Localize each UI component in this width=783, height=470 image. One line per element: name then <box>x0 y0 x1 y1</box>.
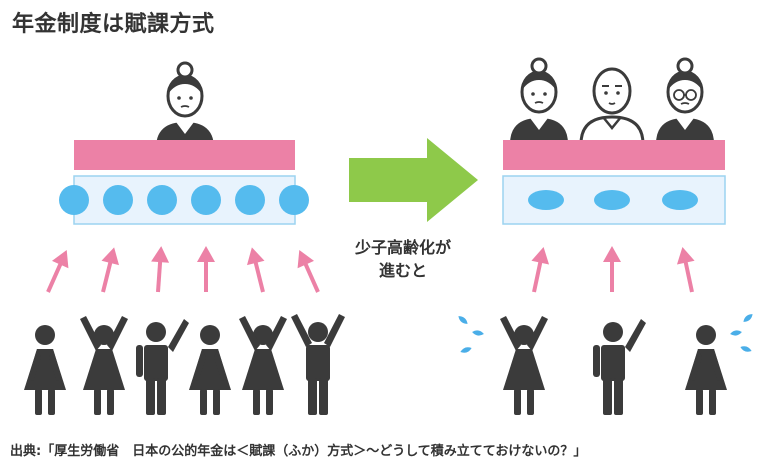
arrow-up-icon <box>601 244 623 294</box>
arrow-up-icon <box>241 243 274 297</box>
transition-label-line2: 進むと <box>378 261 427 280</box>
contribution-dot <box>191 185 221 215</box>
contribution-dot <box>103 185 133 215</box>
worker-woman-icon <box>685 325 727 415</box>
worker-woman-cheering-icon <box>80 316 128 415</box>
arrow-up-icon <box>92 243 125 297</box>
arrow-up-icon <box>671 243 703 296</box>
sweat-drops-icon <box>456 314 485 355</box>
contribution-dot <box>662 190 698 210</box>
contribution-arrows-right <box>523 243 703 296</box>
worker-man-icon <box>593 319 646 415</box>
contribution-dot <box>147 185 177 215</box>
workers-right <box>500 316 727 415</box>
contribution-dot <box>594 190 630 210</box>
contribution-dot <box>235 185 265 215</box>
transition-label-line1: 少子高齢化が <box>354 238 451 257</box>
arrow-up-icon <box>289 244 329 298</box>
transition-label: 少子高齢化が 進むと <box>339 236 467 282</box>
contribution-dot <box>279 185 309 215</box>
pension-bar-left <box>74 140 295 170</box>
transition-arrow-icon <box>349 138 478 222</box>
arrow-up-icon <box>195 244 217 294</box>
worker-man-icon <box>136 319 189 415</box>
sweat-drops-icon <box>729 312 755 354</box>
worker-woman-cheering-icon <box>239 316 287 415</box>
contribution-arrows-left <box>37 243 329 298</box>
elderly-woman-glasses-icon <box>656 57 714 144</box>
contribution-dot <box>528 190 564 210</box>
elderly-woman-icon <box>156 61 214 148</box>
elderly-man-icon <box>579 67 645 146</box>
worker-woman-icon <box>189 325 231 415</box>
elderly-woman-icon <box>510 57 568 144</box>
pension-bar-right <box>503 140 725 170</box>
workers-left <box>24 314 345 415</box>
contribution-dots-left <box>59 185 309 215</box>
worker-man-cheering-icon <box>291 314 345 415</box>
source-citation: 出典:「厚生労働省 日本の公的年金は＜賦課（ふか）方式＞～どうして積み立てておけ… <box>10 444 587 459</box>
arrow-up-icon <box>523 243 555 296</box>
page-title: 年金制度は賦課方式 <box>12 12 215 37</box>
arrow-up-icon <box>147 243 173 295</box>
worker-woman-icon <box>24 325 66 415</box>
contribution-dot <box>59 185 89 215</box>
arrow-up-icon <box>37 244 77 298</box>
worker-woman-cheering-icon <box>500 316 548 415</box>
contribution-dots-right <box>528 190 698 210</box>
